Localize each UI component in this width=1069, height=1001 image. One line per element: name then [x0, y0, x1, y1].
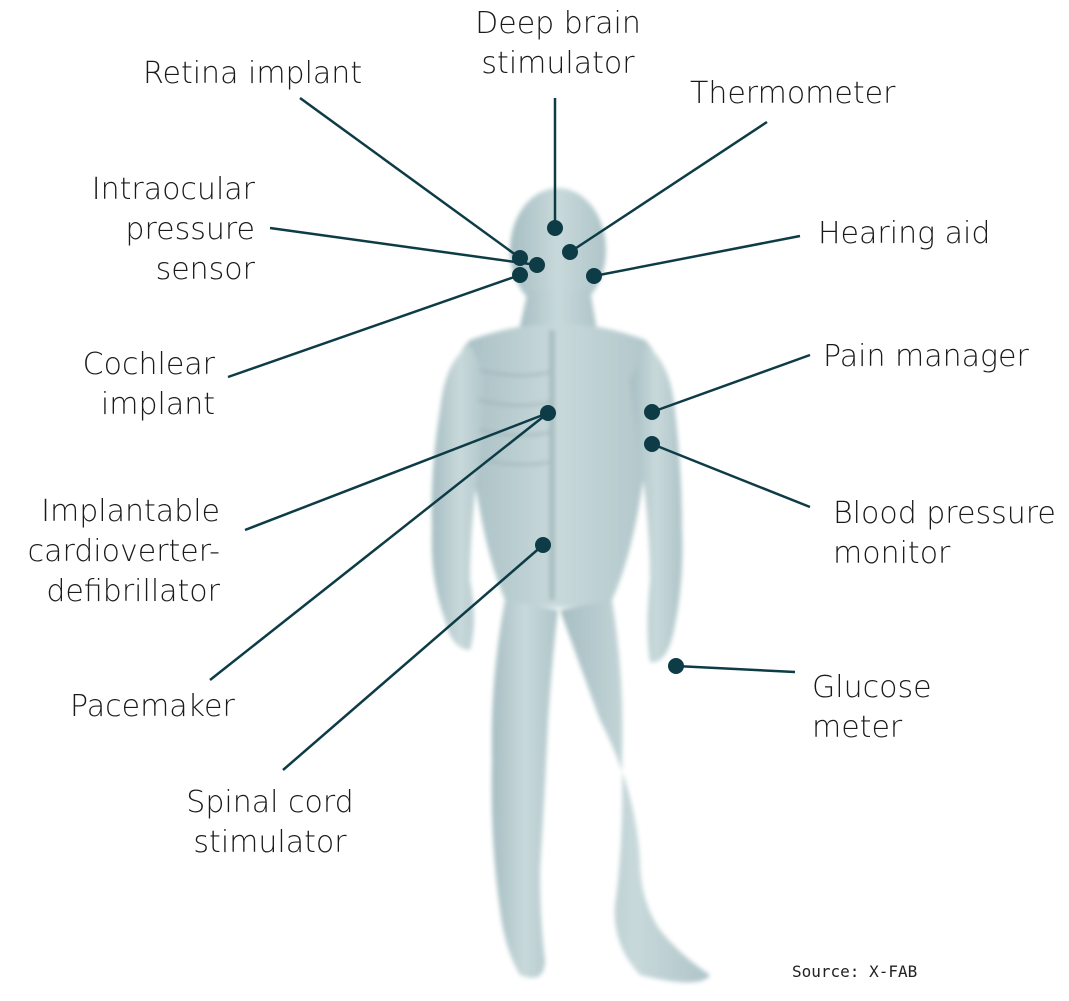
- label-thermometer: Thermometer: [690, 74, 895, 114]
- label-line: stimulator: [165, 823, 375, 863]
- label-line: defibrillator: [20, 572, 220, 612]
- label-blood-pressure-monitor: Blood pressure monitor: [833, 494, 1056, 574]
- label-line: Pacemaker: [70, 687, 235, 727]
- label-spinal-cord-stimulator: Spinal cord stimulator: [165, 783, 375, 863]
- label-line: Thermometer: [690, 74, 895, 114]
- leader-intraocular: [270, 228, 537, 265]
- marker-cochlear: [512, 267, 528, 283]
- marker-hearing-aid: [586, 268, 602, 284]
- leader-pain-manager: [652, 355, 810, 412]
- label-intraocular-pressure-sensor: Intraocular pressure sensor: [60, 170, 255, 290]
- marker-heart: [540, 405, 556, 421]
- label-line: Blood pressure: [833, 494, 1056, 534]
- label-line: Glucose: [812, 668, 932, 708]
- label-line: Cochlear: [40, 345, 215, 385]
- source-credit: Source: X-FAB: [792, 962, 917, 981]
- label-hearing-aid: Hearing aid: [818, 214, 990, 254]
- label-line: meter: [812, 708, 932, 748]
- label-line: stimulator: [458, 44, 658, 84]
- label-line: Pain manager: [823, 337, 1029, 377]
- label-pain-manager: Pain manager: [823, 337, 1029, 377]
- label-line: implant: [40, 385, 215, 425]
- marker-intraocular: [529, 257, 545, 273]
- marker-pain-manager: [644, 404, 660, 420]
- label-line: sensor: [60, 250, 255, 290]
- label-implantable-cardioverter-defibrillator: Implantable cardioverter- defibrillator: [20, 492, 220, 612]
- label-glucose-meter: Glucose meter: [812, 668, 932, 748]
- label-line: pressure: [60, 210, 255, 250]
- leader-retina: [300, 98, 520, 258]
- label-line: Implantable: [20, 492, 220, 532]
- label-line: cardioverter-: [20, 532, 220, 572]
- marker-glucose: [668, 658, 684, 674]
- label-line: Deep brain: [458, 4, 658, 44]
- leader-thermometer: [570, 122, 767, 252]
- label-line: monitor: [833, 534, 1056, 574]
- label-line: Hearing aid: [818, 214, 990, 254]
- label-deep-brain-stimulator: Deep brain stimulator: [458, 4, 658, 84]
- leader-glucose: [676, 666, 795, 672]
- label-line: Intraocular: [60, 170, 255, 210]
- marker-retina: [512, 250, 528, 266]
- marker-thermometer: [562, 244, 578, 260]
- marker-blood-pressure: [644, 436, 660, 452]
- human-body-figure: [432, 188, 710, 983]
- marker-spinal-cord: [535, 537, 551, 553]
- label-cochlear-implant: Cochlear implant: [40, 345, 215, 425]
- marker-deep-brain: [547, 220, 563, 236]
- leader-hearing-aid: [594, 236, 800, 276]
- label-retina-implant: Retina implant: [143, 54, 362, 94]
- label-line: Retina implant: [143, 54, 362, 94]
- label-pacemaker: Pacemaker: [70, 687, 235, 727]
- label-line: Spinal cord: [165, 783, 375, 823]
